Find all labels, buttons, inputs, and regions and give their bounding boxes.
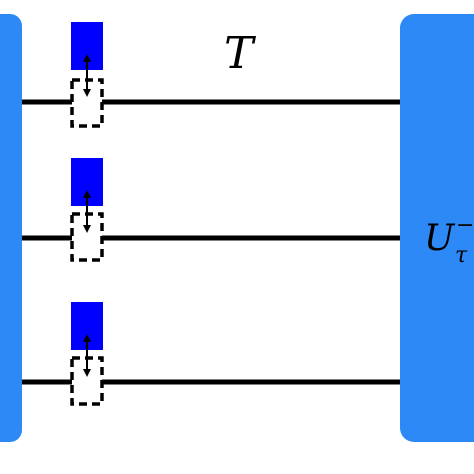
- qubit-swap-group-2: [70, 158, 104, 262]
- right-operator-block: [400, 14, 474, 442]
- operator-label: U: [424, 218, 456, 259]
- qubit-swap-group-1: [70, 22, 104, 128]
- qubit-swap-group-3: [70, 302, 104, 406]
- left-operator-block: [0, 14, 22, 442]
- operator-subscript: τ: [455, 243, 468, 268]
- operator-superscript: −: [456, 213, 474, 238]
- duration-label: T: [224, 28, 257, 79]
